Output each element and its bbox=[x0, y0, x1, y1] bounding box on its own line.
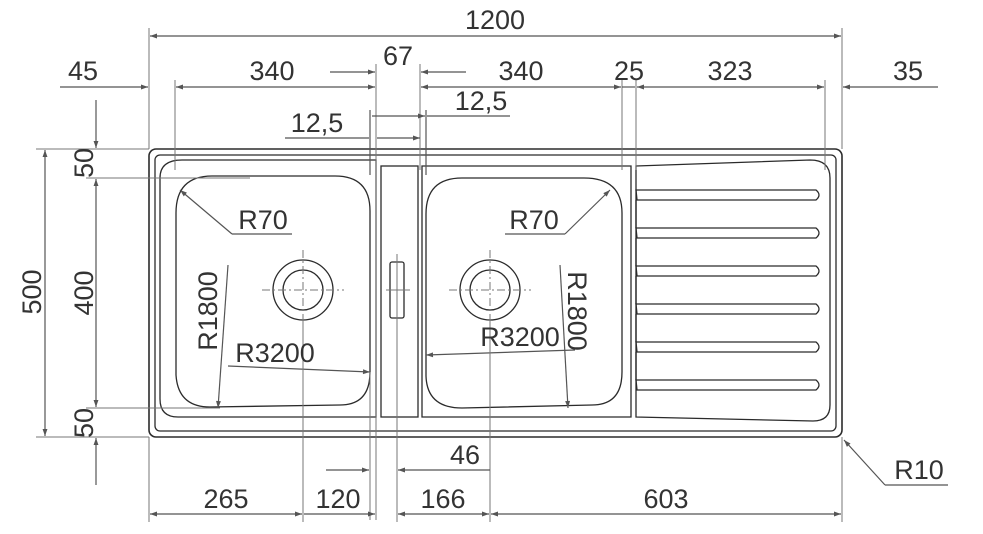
dim-drain-offset-left: 265 bbox=[203, 484, 248, 514]
left-drain bbox=[262, 250, 344, 330]
left-bowl-basin bbox=[175, 175, 371, 408]
dim-left-front-radius: R3200 bbox=[235, 338, 315, 368]
dim-overall-width: 1200 bbox=[465, 5, 525, 35]
dim-divider-width: 46 bbox=[450, 440, 480, 470]
drainer-area bbox=[635, 159, 831, 422]
sink-outer-rim bbox=[148, 148, 843, 438]
dim-bowl-to-drainer: 25 bbox=[614, 56, 644, 86]
dim-right-bowl-width: 340 bbox=[498, 56, 543, 86]
dim-overall-depth: 500 bbox=[17, 269, 47, 314]
sink-inner-rim bbox=[154, 154, 837, 432]
dim-top-margin: 50 bbox=[69, 148, 99, 178]
dimension-labels: 1200 45 340 67 340 25 323 35 12,5 12,5 5… bbox=[17, 5, 944, 514]
bowl-divider bbox=[380, 165, 419, 418]
dim-left-margin: 45 bbox=[68, 56, 98, 86]
dim-divider-to-drain: 166 bbox=[420, 484, 465, 514]
dim-left-side-radius: R1800 bbox=[193, 271, 223, 351]
dim-right-corner-radius: R70 bbox=[509, 205, 559, 235]
dim-bowl-gap: 67 bbox=[383, 41, 413, 71]
dim-drainer-width: 323 bbox=[707, 56, 752, 86]
dim-right-margin: 35 bbox=[893, 56, 923, 86]
right-drain bbox=[449, 250, 531, 330]
dim-bottom-margin: 50 bbox=[69, 408, 99, 438]
left-bowl-frame bbox=[159, 159, 377, 418]
dimension-lines bbox=[36, 28, 948, 522]
dim-right-side-radius: R1800 bbox=[562, 271, 592, 351]
dim-bowl-depth: 400 bbox=[69, 270, 99, 315]
dim-right-offset: 12,5 bbox=[455, 86, 508, 116]
dim-left-offset: 12,5 bbox=[291, 108, 344, 138]
dim-right-front-radius: R3200 bbox=[480, 322, 560, 352]
dim-drain-to-bowl-edge: 120 bbox=[315, 484, 360, 514]
right-bowl-basin bbox=[425, 177, 623, 409]
right-bowl-frame bbox=[421, 165, 632, 418]
dim-outer-corner-radius: R10 bbox=[894, 455, 944, 485]
sink-body bbox=[148, 148, 843, 438]
dim-drain-to-right-edge: 603 bbox=[643, 484, 688, 514]
drainer-grooves bbox=[635, 189, 820, 391]
dim-left-corner-radius: R70 bbox=[238, 205, 288, 235]
dim-left-bowl-width: 340 bbox=[249, 56, 294, 86]
